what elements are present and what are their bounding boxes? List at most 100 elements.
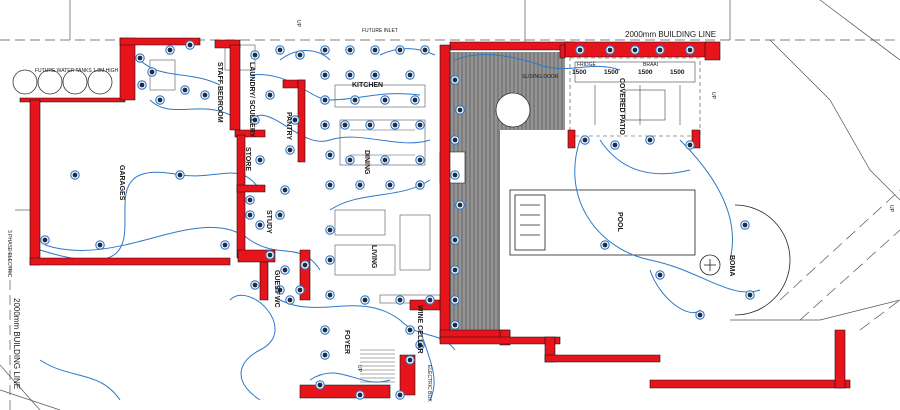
label-pool: POOL (616, 212, 623, 233)
light-symbol (295, 285, 305, 295)
light-symbol (685, 45, 695, 55)
light-symbol (245, 195, 255, 205)
dim-1500-c: 1500 (638, 69, 653, 76)
light-symbol (265, 250, 275, 260)
label-guest-wc: GUEST WC (273, 270, 280, 308)
label-sliding: SLIDING DOOR (522, 74, 559, 80)
light-symbol (410, 95, 420, 105)
light-symbol (280, 265, 290, 275)
water-tanks (12, 69, 113, 95)
light-symbol (415, 340, 425, 350)
label-up-1: UP (295, 20, 301, 28)
label-three-phase: 3 PHASE ELECTRIC (6, 230, 12, 278)
light-symbol (325, 150, 335, 160)
light-symbol (600, 240, 610, 250)
light-symbol (340, 120, 350, 130)
label-dining: DINING (363, 150, 370, 175)
light-symbol (450, 170, 460, 180)
light-symbol (40, 235, 50, 245)
light-symbol (455, 200, 465, 210)
label-store: STORE (244, 147, 251, 171)
light-symbol (355, 390, 365, 400)
label-braai: BRAAI (643, 62, 658, 68)
label-up-2: UP (710, 92, 716, 100)
light-symbol (370, 70, 380, 80)
light-symbol (345, 155, 355, 165)
light-symbol (450, 265, 460, 275)
light-symbol (630, 45, 640, 55)
light-symbol (320, 95, 330, 105)
label-covered-patio: COVERED PATIO (618, 78, 625, 135)
light-symbol (147, 67, 157, 77)
light-symbol (575, 45, 585, 55)
light-symbol (325, 255, 335, 265)
dim-1500-b: 1500 (604, 69, 619, 76)
light-symbol (180, 85, 190, 95)
dim-1500-d: 1500 (670, 69, 685, 76)
light-symbol (165, 45, 175, 55)
covered-patio-area (569, 57, 701, 137)
light-symbol (610, 140, 620, 150)
light-symbol (740, 220, 750, 230)
light-symbol (450, 135, 460, 145)
light-symbol (415, 180, 425, 190)
light-symbol (300, 260, 310, 270)
light-symbol (395, 45, 405, 55)
label-living: LIVING (370, 245, 377, 269)
electrical-wiring (39, 48, 761, 401)
label-foyer: FOYER (343, 330, 350, 354)
light-symbol (155, 95, 165, 105)
light-symbol (285, 295, 295, 305)
light-symbol (290, 115, 300, 125)
light-symbol (137, 80, 147, 90)
labels: STAFF BEDROOM LAUNDRY/ SCULLERY KITCHEN … (6, 20, 894, 402)
light-symbol (315, 380, 325, 390)
light-symbol (405, 70, 415, 80)
light-symbol (320, 120, 330, 130)
light-symbol (685, 140, 695, 150)
light-symbol (655, 270, 665, 280)
label-water-tanks: FUTURE WATER TANKS 1.8M HIGH (35, 68, 119, 74)
light-symbol (365, 120, 375, 130)
light-symbol (250, 50, 260, 60)
light-symbol (250, 115, 260, 125)
label-kitchen: KITCHEN (352, 82, 383, 89)
light-symbol (320, 350, 330, 360)
light-symbol (265, 90, 275, 100)
label-electric: ELECTRIC BOX (426, 365, 432, 402)
label-up-3: UP (888, 205, 894, 213)
light-symbol (370, 45, 380, 55)
light-symbol (250, 280, 260, 290)
light-symbol (355, 180, 365, 190)
light-symbol (380, 95, 390, 105)
light-symbol (415, 155, 425, 165)
light-symbol (70, 170, 80, 180)
label-staff-bedroom: STAFF BEDROOM (216, 62, 223, 123)
label-boma: BOMA (728, 255, 735, 276)
light-symbol (745, 290, 755, 300)
light-symbol (220, 240, 230, 250)
label-building-line-left: 2000mm BUILDING LINE (12, 298, 21, 389)
light-symbol (580, 135, 590, 145)
light-symbol (395, 295, 405, 305)
light-symbol (325, 180, 335, 190)
light-symbol (455, 105, 465, 115)
walls (19, 37, 851, 399)
light-symbol (415, 120, 425, 130)
light-symbol (320, 70, 330, 80)
light-symbol (325, 225, 335, 235)
light-symbol (320, 325, 330, 335)
light-symbol (275, 45, 285, 55)
interior-fixtures (149, 44, 441, 383)
light-symbol (280, 185, 290, 195)
dim-1500-a: 1500 (572, 69, 587, 76)
light-symbol (95, 240, 105, 250)
light-symbol (360, 295, 370, 305)
label-garages: GARAGES (118, 165, 125, 201)
light-symbol (345, 70, 355, 80)
light-symbol (295, 50, 305, 60)
label-up-4: UP (356, 365, 362, 373)
